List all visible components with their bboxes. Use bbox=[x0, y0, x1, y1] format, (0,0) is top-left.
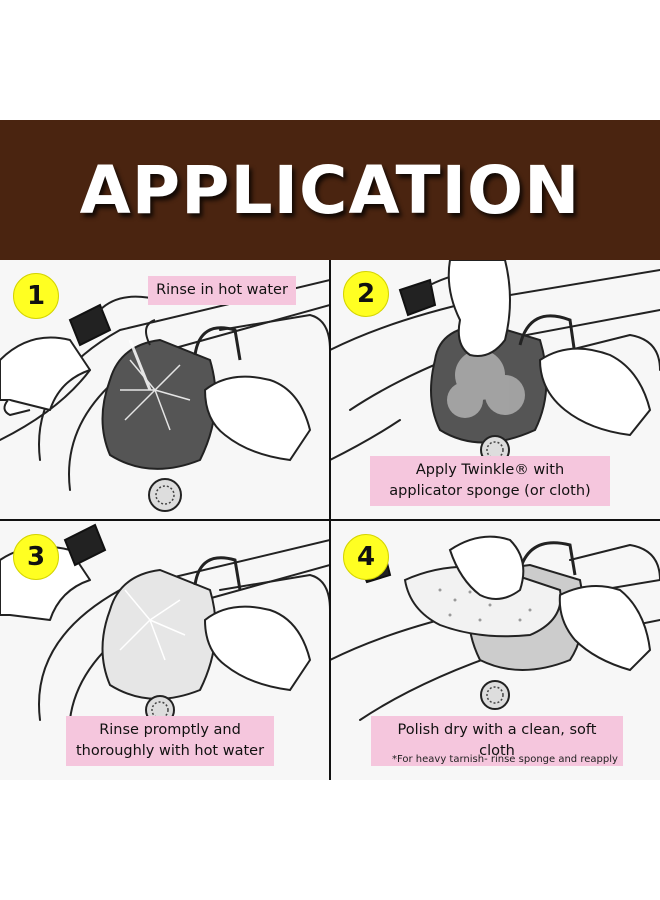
apply-sponge-illustration bbox=[330, 260, 660, 465]
steps-grid: 1 Rinse in hot water 2 bbox=[0, 260, 660, 780]
step-number-badge-3: 3 bbox=[13, 534, 59, 580]
step-caption-4: Polish dry with a clean, soft cloth bbox=[371, 716, 623, 766]
step-caption-2: Apply Twinkle® with applicator sponge (o… bbox=[370, 456, 610, 506]
banner-title: APPLICATION bbox=[79, 151, 581, 229]
title-banner: APPLICATION bbox=[0, 120, 660, 260]
step-caption-3: Rinse promptly and thoroughly with hot w… bbox=[66, 716, 274, 766]
heavy-tarnish-footnote: *For heavy tarnish- rinse sponge and rea… bbox=[392, 754, 618, 765]
step-panel-3: 3 Rinse promptly and thoroughly with hot… bbox=[0, 520, 330, 780]
panel-divider-horizontal bbox=[0, 519, 660, 521]
step-panel-2: 2 Apply Twinkle® with applicator sponge … bbox=[330, 260, 660, 520]
step-panel-1: 1 Rinse in hot water bbox=[0, 260, 330, 520]
rinse-sink-illustration bbox=[0, 279, 330, 512]
step-number-badge-4: 4 bbox=[343, 534, 389, 580]
step-number-badge-1: 1 bbox=[13, 273, 59, 319]
step-number-badge-2: 2 bbox=[343, 271, 389, 317]
step-panel-4: 4 Polish dry with a clean, soft cloth bbox=[330, 520, 660, 780]
step-caption-1: Rinse in hot water bbox=[148, 276, 296, 305]
